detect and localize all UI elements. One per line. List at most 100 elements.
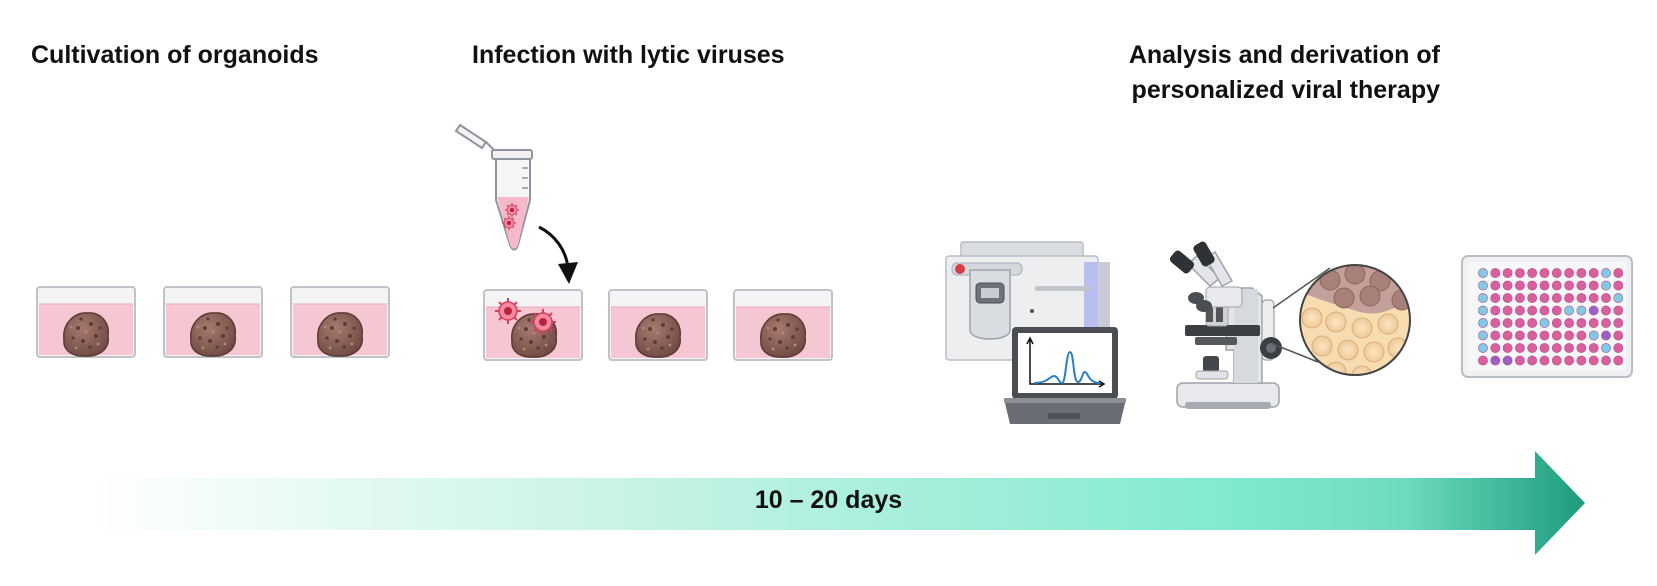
zoom-line [1272,267,1331,309]
plate-well [1588,280,1599,291]
plate-well [1564,355,1574,366]
plate-well [1551,318,1562,328]
plate-well [1564,293,1574,303]
plate-well [1564,318,1574,328]
plate-well [1490,268,1501,278]
plate-well [1601,330,1611,341]
step3-title-line1: Analysis and derivation of [1128,41,1440,69]
plate-well [1588,343,1599,353]
plate-well [1502,305,1513,316]
plate-well [1551,293,1562,303]
plate-well [1502,355,1513,366]
microtube-icon [454,123,533,251]
plate-well [1551,280,1562,291]
plate-well [1490,318,1501,328]
plate-well [1490,293,1501,303]
plate-well [1564,280,1574,291]
plate-well [1564,330,1574,341]
plate-well [1601,293,1611,303]
step2-title: Infection with lytic viruses [472,41,785,69]
plate-well [1478,293,1488,303]
plate-well [1613,318,1624,328]
plate-well [1576,305,1587,316]
plate-well [1551,330,1562,341]
dish-5 [608,289,708,361]
plate-well [1478,355,1488,366]
plate-well [1551,268,1562,278]
plate-well [1564,343,1574,353]
plate-well [1539,293,1550,303]
dish-1 [36,286,136,358]
plate-well [1564,268,1574,278]
laptop-icon [1004,327,1126,424]
magnifier-icon [1299,264,1411,376]
plate-well [1515,330,1525,341]
plate-well [1588,293,1599,303]
plate-well [1478,305,1488,316]
pour-arrow-icon [538,225,578,284]
timeline-label: 10 – 20 days [754,486,903,514]
plate-well [1601,280,1611,291]
plate-well [1539,330,1550,341]
plate-well [1601,318,1611,328]
well-plate-icon [1461,255,1633,378]
plate-well [1527,293,1538,303]
plate-well [1527,343,1538,353]
plate-well [1613,268,1624,278]
plate-well [1601,355,1611,366]
plate-well [1539,280,1550,291]
plate-well [1539,343,1550,353]
plate-well [1527,280,1538,291]
plate-well [1502,343,1513,353]
timeline-arrow-icon [84,451,1585,555]
plate-well [1478,280,1488,291]
plate-well [1502,318,1513,328]
plate-well [1527,268,1538,278]
microscope-icon [1169,241,1282,409]
plate-well [1539,355,1550,366]
plate-well [1539,305,1550,316]
plate-well [1490,330,1501,341]
plate-well [1613,330,1624,341]
plate-well [1539,318,1550,328]
step3-title: Analysis and derivation of personalized … [1085,38,1440,108]
plate-well [1588,330,1599,341]
plate-well [1527,330,1538,341]
plate-well [1613,343,1624,353]
plate-well [1588,355,1599,366]
dish-2 [163,286,263,358]
plate-well [1527,318,1538,328]
plate-well [1539,268,1550,278]
plate-well [1515,268,1525,278]
plate-well [1515,280,1525,291]
step1-title: Cultivation of organoids [31,41,319,69]
plate-well [1502,293,1513,303]
plate-well [1490,355,1501,366]
dish-6 [733,289,833,361]
plate-well [1515,355,1525,366]
plate-well [1478,268,1488,278]
plate-well [1576,280,1587,291]
plate-well [1576,330,1587,341]
plate-well [1478,330,1488,341]
plate-well [1551,305,1562,316]
plate-well [1502,280,1513,291]
plate-well [1502,268,1513,278]
plate-well [1576,268,1587,278]
plate-well [1613,293,1624,303]
plate-well [1490,343,1501,353]
zoom-line [1272,343,1319,363]
plate-well [1515,305,1525,316]
plate-well [1588,268,1599,278]
plate-well [1478,343,1488,353]
plate-well [1588,318,1599,328]
plate-well [1613,355,1624,366]
plate-well [1576,355,1587,366]
plate-well [1478,318,1488,328]
plate-well [1502,330,1513,341]
plate-well [1551,355,1562,366]
plate-well [1515,343,1525,353]
plate-well [1601,305,1611,316]
plate-well [1527,355,1538,366]
